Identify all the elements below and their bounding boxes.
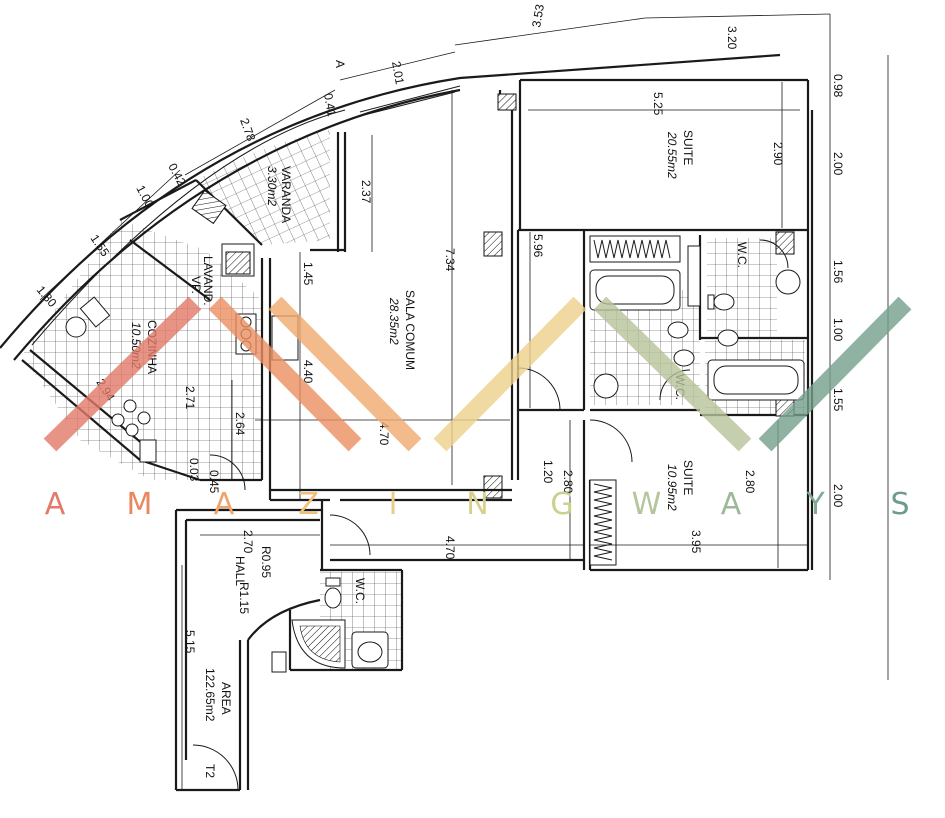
- dim-470b: 4.70: [443, 536, 457, 560]
- room-varanda-name: VARANDA: [279, 166, 293, 223]
- room-hall-name: HALL: [233, 556, 247, 586]
- watermark-letter: N: [466, 487, 488, 522]
- dim-003: 0.03: [187, 458, 201, 482]
- watermark-letter: Y: [805, 487, 825, 522]
- watermark-letter: S: [890, 487, 909, 522]
- dim-201: 2.01: [389, 60, 407, 86]
- watermark-stroke-2: [208, 296, 362, 452]
- dim-734: 7.34: [443, 248, 457, 272]
- toilet-1: [713, 293, 735, 311]
- bidet-1: [717, 329, 739, 347]
- room-sala-name: SALA COMUM: [403, 290, 417, 370]
- dim-515: 5.15: [183, 630, 197, 654]
- room-lavandaria-sub: VP.: [189, 276, 203, 294]
- watermark-letter: I: [389, 487, 398, 522]
- dim-278: 2.78: [237, 116, 258, 143]
- bidet-2: [673, 349, 695, 367]
- room-wc1-name: W.C.: [735, 242, 749, 268]
- drainer: [79, 296, 111, 328]
- dim-100b: 1.00: [831, 318, 845, 342]
- dim-237: 2.37: [359, 180, 373, 204]
- dim-200a: 2.00: [831, 152, 845, 176]
- watermark-letter: Z: [298, 487, 319, 522]
- toilet-2: [667, 321, 689, 339]
- dim-156: 1.56: [831, 260, 845, 284]
- toilet-hall: [324, 587, 342, 609]
- dim-120: 1.20: [541, 460, 555, 484]
- dim-045: 0.45: [207, 470, 221, 494]
- watermark-letter: G: [550, 487, 573, 522]
- wardrobe-suite1: [589, 235, 681, 263]
- dim-280b: 2.80: [743, 470, 757, 494]
- room-suite1-name: SUITE: [681, 130, 695, 165]
- watermark-letter: A: [214, 487, 235, 522]
- dim-271: 2.71: [183, 386, 197, 410]
- dim-042: 0.42: [165, 161, 188, 188]
- room-suite2-area: 10.95m2: [665, 464, 679, 511]
- section-marker: A: [333, 60, 347, 68]
- facade: [0, 53, 781, 361]
- dimension-labels: 3.53 3.20 2.01 0.41 2.78 0.42 1.00 1.55 …: [34, 3, 845, 654]
- basin-1: [775, 269, 801, 295]
- dim-280a: 2.80: [561, 470, 575, 494]
- dim-320: 3.20: [725, 26, 739, 50]
- hob-2: [125, 423, 139, 437]
- sink-kitchen: [65, 316, 87, 338]
- dim-290: 2.90: [771, 142, 785, 166]
- watermark-stroke-5: [593, 296, 752, 452]
- dim-r095: R0.95: [259, 546, 273, 578]
- room-lavandaria-name: LAVAND.: [201, 256, 215, 306]
- basin-2: [593, 373, 619, 399]
- dim-200b: 2.00: [831, 484, 845, 508]
- room-area-name: AREA: [219, 682, 233, 715]
- dim-155b: 1.55: [831, 388, 845, 412]
- room-suite2-name: SUITE: [681, 460, 695, 495]
- dim-596: 5.96: [531, 234, 545, 258]
- dim-041: 0.41: [321, 92, 339, 118]
- dim-098: 0.98: [831, 74, 845, 98]
- room-area-value: 122.65m2: [203, 668, 217, 722]
- watermark-stroke-4: [433, 296, 587, 452]
- hob-4: [137, 411, 151, 425]
- watermark-stroke-1: [43, 296, 202, 452]
- dim-100a: 1.00: [133, 183, 156, 210]
- varanda-floor: [196, 130, 330, 245]
- room-wc3-name: W.C.: [353, 578, 367, 604]
- watermark-letter: W: [632, 487, 662, 522]
- dim-440: 4.40: [301, 360, 315, 384]
- wc-suite1-floor: [707, 238, 777, 338]
- watermark-letter: M: [127, 487, 153, 522]
- dim-r115: R1.15: [237, 582, 251, 614]
- typology-label: T2: [203, 764, 217, 778]
- watermark-stroke-6: [758, 296, 912, 452]
- dim-353: 3.53: [529, 3, 547, 29]
- watermark-letter: A: [45, 487, 66, 522]
- dim-270: 2.70: [241, 530, 255, 554]
- watermark-letter: A: [721, 487, 742, 522]
- room-varanda-area: 3.30m2: [265, 166, 279, 206]
- watermark-stroke-3: [268, 296, 422, 452]
- room-sala-area: 28.35m2: [387, 297, 401, 345]
- room-suite1-area: 20.55m2: [665, 131, 679, 179]
- watermark: [43, 296, 912, 452]
- dimension-lines: [39, 13, 889, 790]
- room-labels: VARANDA 3.30m2 LAVAND. VP. COZINHA 10.50…: [129, 60, 749, 778]
- hob-3: [123, 399, 137, 413]
- dim-145: 1.45: [301, 262, 315, 286]
- dim-264: 2.64: [233, 412, 247, 436]
- dim-395: 3.95: [689, 530, 703, 554]
- dim-525: 5.25: [651, 92, 665, 116]
- hob-1: [111, 413, 125, 427]
